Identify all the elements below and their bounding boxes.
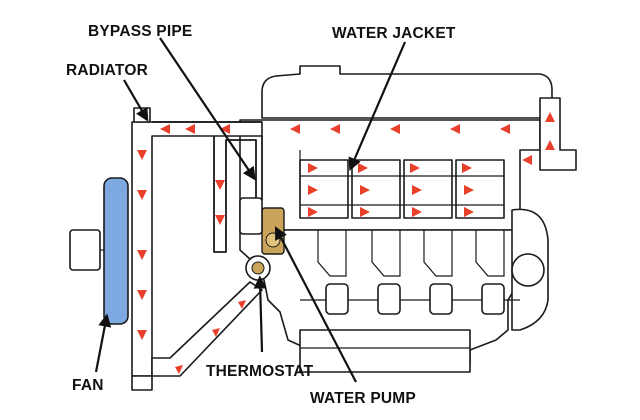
- fan-blade-icon: [103, 177, 129, 325]
- fan: [69, 177, 129, 325]
- label-water-jacket: WATER JACKET: [332, 25, 456, 42]
- label-water-pump: WATER PUMP: [310, 390, 416, 407]
- leader-lines: [94, 37, 407, 383]
- engine-block: [239, 65, 553, 373]
- heater-outlet-pipe: [539, 97, 577, 171]
- thermostat-icon: [245, 255, 271, 281]
- bypass-pipe: [213, 136, 263, 253]
- coolant-flow-arrows: [137, 112, 555, 374]
- lower-hose: [151, 281, 263, 377]
- label-thermostat: THERMOSTAT: [206, 363, 314, 380]
- label-radiator: RADIATOR: [66, 62, 148, 79]
- crankshaft: [300, 230, 520, 315]
- label-bypass-pipe: BYPASS PIPE: [88, 23, 192, 40]
- radiator: [131, 107, 263, 391]
- label-fan: FAN: [72, 377, 104, 394]
